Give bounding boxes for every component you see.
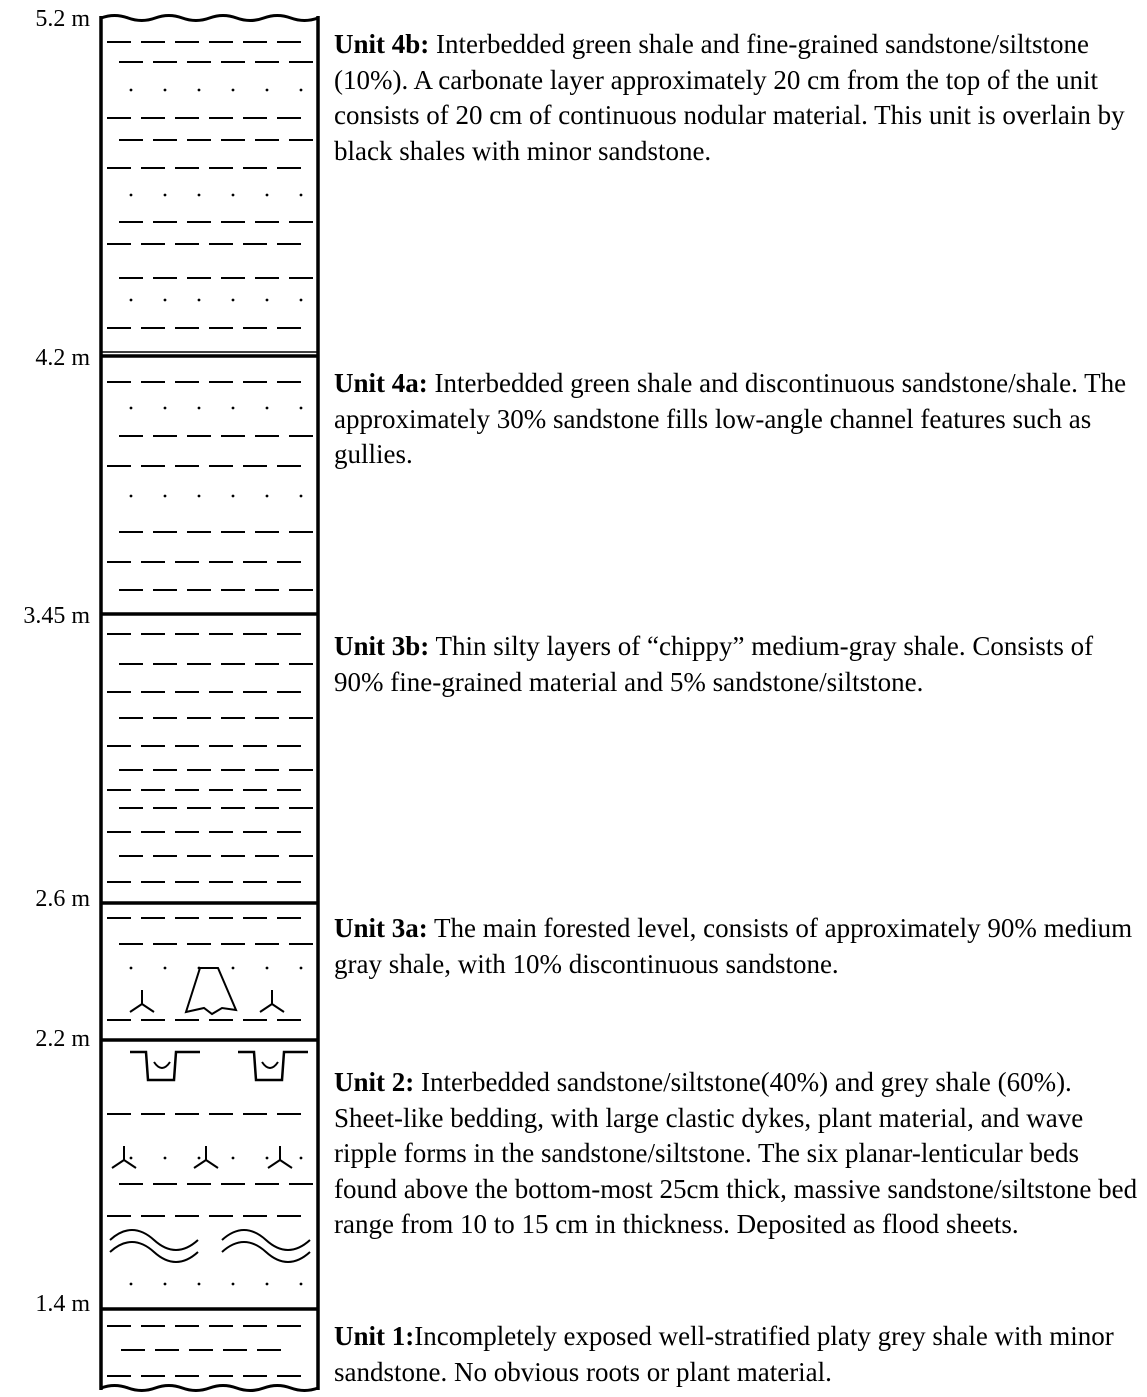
sand-dot <box>299 494 303 498</box>
sand-dot <box>265 406 269 410</box>
sand-dot <box>129 966 133 970</box>
unit-name: Unit 1: <box>334 1321 415 1351</box>
sand-dot <box>163 494 167 498</box>
sand-dot <box>265 1282 269 1286</box>
sand-dot <box>265 193 269 197</box>
stratigraphic-column <box>99 14 320 1392</box>
root-trace-icon <box>111 1146 137 1169</box>
column-bottom-edge <box>100 1384 319 1392</box>
sand-dot <box>129 298 133 302</box>
tree-stump-icon <box>184 967 238 1016</box>
wave-ripple-icon <box>221 1241 311 1263</box>
sand-dot <box>197 494 201 498</box>
sand-dot <box>129 494 133 498</box>
unit-1-description: Unit 1:Incompletely exposed well-stratif… <box>334 1319 1142 1390</box>
sand-dot <box>129 406 133 410</box>
unit-name: Unit 3a: <box>334 913 428 943</box>
sand-dot <box>197 298 201 302</box>
sand-dot <box>265 298 269 302</box>
wave-ripple-icon <box>109 1229 199 1251</box>
sand-dot <box>163 298 167 302</box>
unit-3a-description: Unit 3a: The main forested level, consis… <box>334 911 1142 982</box>
wave-ripple-icon <box>221 1229 311 1251</box>
root-trace-icon <box>267 1146 293 1169</box>
sand-dot <box>299 298 303 302</box>
root-trace-icon <box>129 990 155 1013</box>
sand-dot <box>299 406 303 410</box>
unit-text: Interbedded green shale and discontinuou… <box>334 368 1127 469</box>
sand-dot <box>163 966 167 970</box>
unit-4b-description: Unit 4b: Interbedded green shale and fin… <box>334 27 1142 169</box>
clastic-dyke-icon <box>130 1050 200 1082</box>
depth-label-3-45: 3.45 m <box>23 603 90 629</box>
sand-dot <box>299 1282 303 1286</box>
sand-dot <box>299 1156 303 1160</box>
column-top-edge <box>100 14 319 22</box>
unit-text: Thin silty layers of “chippy” medium-gra… <box>334 631 1094 697</box>
unit-name: Unit 3b: <box>334 631 430 661</box>
depth-label-2-2: 2.2 m <box>35 1026 90 1052</box>
sand-dot <box>265 88 269 92</box>
root-trace-icon <box>259 990 285 1013</box>
sand-dot <box>197 88 201 92</box>
sand-dot <box>231 193 235 197</box>
sand-dot <box>163 1282 167 1286</box>
sand-dot <box>197 1156 201 1160</box>
unit-text: Incompletely exposed well-stratified pla… <box>334 1321 1114 1387</box>
sand-dot <box>231 494 235 498</box>
unit-text: Interbedded sandstone/siltstone(40%) and… <box>334 1067 1138 1239</box>
sand-dot <box>231 1156 235 1160</box>
depth-label-5-2: 5.2 m <box>35 6 90 32</box>
sand-dot <box>197 1282 201 1286</box>
sand-dot <box>231 1282 235 1286</box>
sand-dot <box>129 1156 133 1160</box>
depth-label-1-4: 1.4 m <box>35 1291 90 1317</box>
sand-dot <box>163 406 167 410</box>
sand-dot <box>129 88 133 92</box>
clastic-dyke-fill <box>153 1061 171 1069</box>
unit-name: Unit 2: <box>334 1067 415 1097</box>
depth-label-2-6: 2.6 m <box>35 886 90 912</box>
sand-dot <box>163 88 167 92</box>
sand-dot <box>231 406 235 410</box>
sand-dot <box>265 966 269 970</box>
sand-dot <box>197 193 201 197</box>
sand-dot <box>129 1282 133 1286</box>
sand-dot <box>299 193 303 197</box>
sand-dot <box>129 193 133 197</box>
unit-text: The main forested level, consists of app… <box>334 913 1133 979</box>
sand-dot <box>231 298 235 302</box>
sand-dot <box>265 1156 269 1160</box>
unit-name: Unit 4b: <box>334 29 430 59</box>
clastic-dyke-icon <box>238 1050 308 1082</box>
wave-ripple-icon <box>109 1241 199 1263</box>
sand-dot <box>231 88 235 92</box>
unit-2-description: Unit 2: Interbedded sandstone/siltstone(… <box>334 1065 1142 1243</box>
sand-dot <box>231 966 235 970</box>
depth-label-4-2: 4.2 m <box>35 345 90 371</box>
sand-dot <box>197 406 201 410</box>
unit-text: Interbedded green shale and fine-grained… <box>334 29 1125 166</box>
clastic-dyke-fill <box>261 1061 279 1069</box>
sand-dot <box>299 966 303 970</box>
unit-4a-description: Unit 4a: Interbedded green shale and dis… <box>334 366 1142 473</box>
unit-name: Unit 4a: <box>334 368 428 398</box>
unit-3b-description: Unit 3b: Thin silty layers of “chippy” m… <box>334 629 1142 700</box>
sand-dot <box>163 193 167 197</box>
sand-dot <box>163 1156 167 1160</box>
sand-dot <box>299 88 303 92</box>
root-trace-icon <box>193 1146 219 1169</box>
sand-dot <box>265 494 269 498</box>
